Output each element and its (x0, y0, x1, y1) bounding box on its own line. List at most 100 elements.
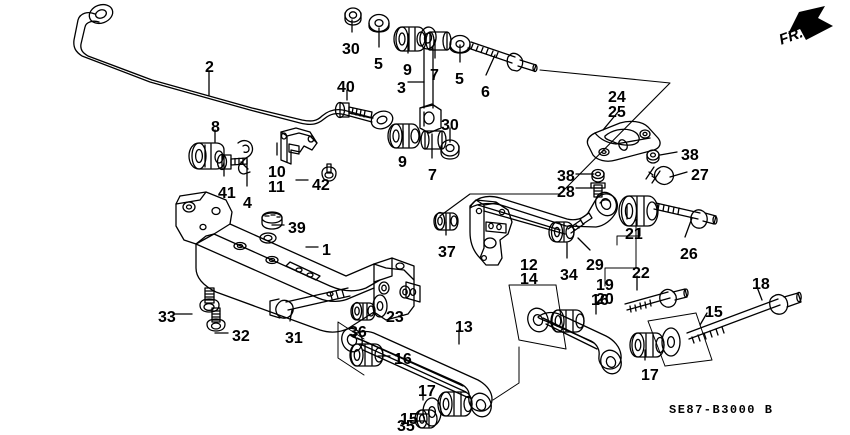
callout-number-3: 3 (397, 80, 406, 97)
callout-number-37: 37 (438, 244, 456, 261)
callout-number-5: 5 (374, 56, 383, 73)
part-15-washer-right (661, 327, 681, 357)
callout-leader-lines (173, 19, 763, 422)
callout-number-34: 34 (560, 267, 578, 284)
callout-number-16: 16 (394, 351, 412, 368)
callout-number-14: 14 (520, 271, 538, 288)
callout-number-7: 7 (428, 167, 437, 184)
part-40-bolt (334, 101, 373, 119)
part-33-long-bolt (199, 287, 220, 313)
callout-number-35: 35 (397, 418, 415, 435)
callout-number-38: 38 (681, 147, 699, 164)
callout-number-31: 31 (285, 330, 303, 347)
callout-number-21: 21 (625, 226, 643, 243)
callout-number-40: 40 (337, 79, 355, 96)
callout-number-8: 8 (211, 119, 220, 136)
part-22-flange-bolt (624, 288, 689, 313)
callout-number-9: 9 (403, 62, 412, 79)
part-27-bolt (645, 165, 675, 186)
part-stabilizer-bar (73, 3, 394, 130)
part-stabilizer-bushing (188, 142, 225, 170)
leader-29 (577, 237, 591, 251)
callout-number-42: 42 (312, 177, 330, 194)
callout-number-16: 16 (591, 292, 609, 309)
callout-number-36: 36 (349, 324, 367, 341)
part-3-stabilizer-link (419, 26, 442, 134)
callout-number-12: 12 (520, 257, 538, 274)
callout-number-38: 38 (557, 168, 575, 185)
callout-number-28: 28 (557, 184, 575, 201)
leader-6 (485, 54, 496, 76)
part-37-small-bushing (433, 211, 459, 231)
part-29-small-bolt (567, 212, 593, 234)
callout-number-4: 4 (243, 195, 252, 212)
part-9-bushing-lower (387, 123, 421, 149)
leader-31 (289, 309, 293, 322)
callout-number-15: 15 (705, 304, 723, 321)
fr-direction-arrow (788, 6, 833, 40)
callout-number-41: 41 (218, 185, 236, 202)
part-6-link-bolt (467, 41, 538, 73)
part-38-nut-right (646, 149, 660, 164)
part-16-bushing-left (349, 343, 384, 367)
part-12-14-trailing-bracket (469, 199, 513, 266)
leader-15 (699, 312, 708, 326)
part-21-upper-arm-bushing (618, 195, 659, 227)
part-17-bushing-left (437, 391, 473, 417)
part-10-11-bracket (280, 127, 318, 165)
callout-number-7: 7 (430, 67, 439, 84)
part-lower-arm-right (527, 307, 622, 375)
part-4-bracket (237, 139, 254, 175)
callout-number-30: 30 (342, 41, 360, 58)
part-31-beam-mount-bolt (269, 287, 351, 319)
leader-27 (669, 171, 688, 178)
part-7-collar-upper (425, 31, 452, 51)
part-18-long-bolt (686, 291, 802, 344)
callout-number-33: 33 (158, 309, 176, 326)
part-30-nut-lower (440, 139, 460, 160)
callout-number-17: 17 (418, 383, 436, 400)
callout-number-18: 18 (752, 276, 770, 293)
callout-number-19: 19 (596, 277, 614, 294)
callout-number-11: 11 (268, 179, 285, 196)
callout-number-5: 5 (455, 71, 464, 88)
callout-number-9: 9 (398, 154, 407, 171)
callout-number-39: 39 (288, 220, 306, 237)
part-13-lower-arm (341, 327, 493, 418)
leader-24 (602, 111, 619, 131)
part-36-beam-bushing (350, 301, 376, 321)
callout-number-6: 6 (481, 84, 490, 101)
callout-number-22: 22 (632, 265, 650, 282)
part-32-short-bolt (206, 307, 226, 332)
part-9-bushing-upper (393, 26, 427, 52)
callout-number-10: 10 (268, 164, 286, 181)
callout-number-29: 29 (586, 257, 604, 274)
part-42-bolt (321, 163, 337, 182)
callout-number-13: 13 (455, 319, 473, 336)
part-24-25-bracket (586, 120, 661, 162)
leader-18 (756, 286, 763, 301)
callout-number-17: 17 (641, 367, 659, 384)
part-28-stud-bolt (590, 182, 606, 198)
part-38-nut-left (591, 168, 605, 183)
callout-number-27: 27 (691, 167, 709, 184)
diagram-id-label: SE87-B3000 B (669, 403, 774, 417)
callout-number-24: 24 (608, 89, 626, 106)
callout-number-25: 25 (608, 104, 626, 121)
part-19-20-upper-arm (469, 191, 618, 235)
callout-number-23: 23 (386, 309, 404, 326)
callout-number-32: 32 (232, 328, 250, 345)
part-30-nut-upper (344, 7, 362, 26)
callout-number-15: 15 (400, 411, 418, 428)
part-16-bushing-right (550, 309, 585, 333)
callout-number-26: 26 (680, 246, 698, 263)
leader-26 (684, 217, 693, 238)
callout-number-30: 30 (441, 117, 459, 134)
part-23-washer (372, 294, 388, 318)
part-26-bushing-bolt (653, 202, 718, 229)
part-35-self-lock-nut (414, 409, 438, 429)
callout-number-1: 1 (322, 242, 331, 259)
part-17-bushing-right (629, 332, 665, 358)
